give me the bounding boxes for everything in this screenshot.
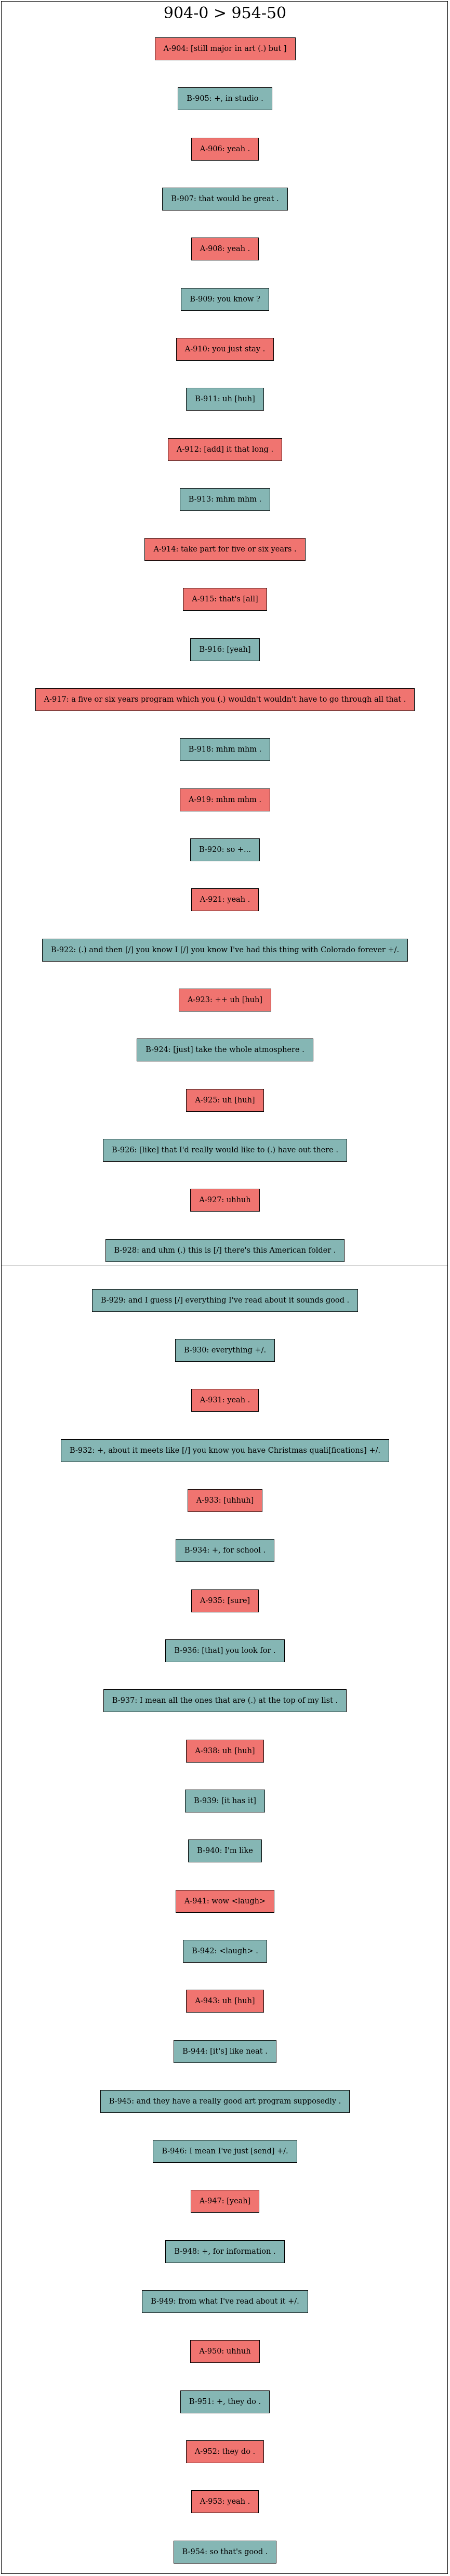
turn-box-b: B-924: [just] take the whole atmosphere … — [137, 1039, 313, 1062]
turn-box-a: A-933: [uhhuh] — [187, 1489, 263, 1513]
turn-box-a: A-908: yeah . — [191, 238, 259, 261]
turn-box-b: B-918: mhm mhm . — [179, 738, 271, 761]
turn-box-b: B-939: [it has it] — [185, 1789, 265, 1812]
turn-box-b: B-922: (.) and then [/] you know I [/] y… — [42, 938, 408, 962]
turn-box-b: B-946: I mean I've just [send] +/. — [153, 2140, 297, 2163]
turn-box-b: B-930: everything +/. — [175, 1339, 275, 1362]
turn-box-a: A-910: you just stay . — [176, 337, 274, 361]
turn-box-b: B-920: so +... — [190, 838, 260, 861]
turn-box-b: B-911: uh [huh] — [186, 388, 264, 411]
turn-box-a: A-921: yeah . — [191, 888, 259, 912]
turn-box-b: B-932: +, about it meets like [/] you kn… — [61, 1439, 389, 1462]
turn-box-b: B-954: so that's good . — [173, 2540, 277, 2564]
turn-box-b: B-907: that would be great . — [162, 187, 288, 211]
turn-box-a: A-906: yeah . — [191, 137, 259, 161]
turn-box-b: B-942: <laugh> . — [183, 1939, 267, 1963]
turn-box-a: A-950: uhhuh — [190, 2340, 260, 2363]
turn-box-a: A-947: [yeah] — [190, 2190, 260, 2213]
turn-box-a: A-952: they do . — [186, 2440, 264, 2463]
turn-box-a: A-923: ++ uh [huh] — [178, 988, 272, 1011]
turn-box-a: A-943: uh [huh] — [186, 1990, 264, 2013]
turn-box-b: B-909: you know ? — [181, 287, 269, 311]
turn-box-a: A-912: [add] it that long . — [167, 438, 283, 461]
turn-box-a: A-915: that's [all] — [183, 588, 267, 611]
diagram-title: 904-0 > 954-50 — [163, 4, 287, 22]
turn-box-a: A-914: take part for five or six years . — [144, 538, 306, 561]
turn-stack: A-904: [still major in art (.) but ] B-90… — [0, 37, 450, 2564]
turn-box-a: A-938: uh [huh] — [186, 1739, 264, 1763]
turn-box-a: A-927: uhhuh — [190, 1189, 260, 1212]
turn-box-b: B-945: and they have a really good art p… — [100, 2089, 350, 2113]
turn-box-b: B-944: [it's] like neat . — [174, 2040, 276, 2063]
turn-box-a: A-931: yeah . — [191, 1389, 259, 1412]
turn-box-a: A-919: mhm mhm . — [179, 788, 271, 811]
turn-box-a: A-917: a five or six years program which… — [35, 688, 415, 712]
turn-box-a: A-941: wow <laugh> — [175, 1889, 275, 1913]
page-divider — [2, 1265, 447, 1266]
turn-box-a: A-935: [sure] — [191, 1589, 259, 1612]
turn-box-b: B-916: [yeah] — [190, 638, 260, 661]
turn-box-b: B-936: [that] you look for . — [165, 1639, 285, 1662]
turn-box-b: B-937: I mean all the ones that are (.) … — [103, 1689, 347, 1713]
turn-box-b: B-948: +, for information . — [165, 2240, 285, 2263]
turn-box-a: A-953: yeah . — [191, 2490, 259, 2514]
turn-box-b: B-928: and uhm (.) this is [/] there's t… — [105, 1239, 345, 1262]
turn-box-b: B-905: +, in studio . — [178, 87, 272, 111]
turn-box-b: B-940: I'm like — [188, 1839, 262, 1863]
turn-box-a: A-904: [still major in art (.) but ] — [154, 37, 296, 60]
turn-box-b: B-951: +, they do . — [180, 2390, 270, 2413]
turn-box-b: B-926: [like] that I'd really would like… — [103, 1138, 347, 1162]
turn-box-b: B-949: from what I've read about it +/. — [142, 2290, 308, 2314]
turn-box-a: A-925: uh [huh] — [186, 1088, 264, 1112]
turn-box-b: B-934: +, for school . — [175, 1539, 275, 1562]
turn-box-b: B-929: and I guess [/] everything I've r… — [91, 1289, 359, 1312]
turn-box-b: B-913: mhm mhm . — [179, 488, 271, 511]
